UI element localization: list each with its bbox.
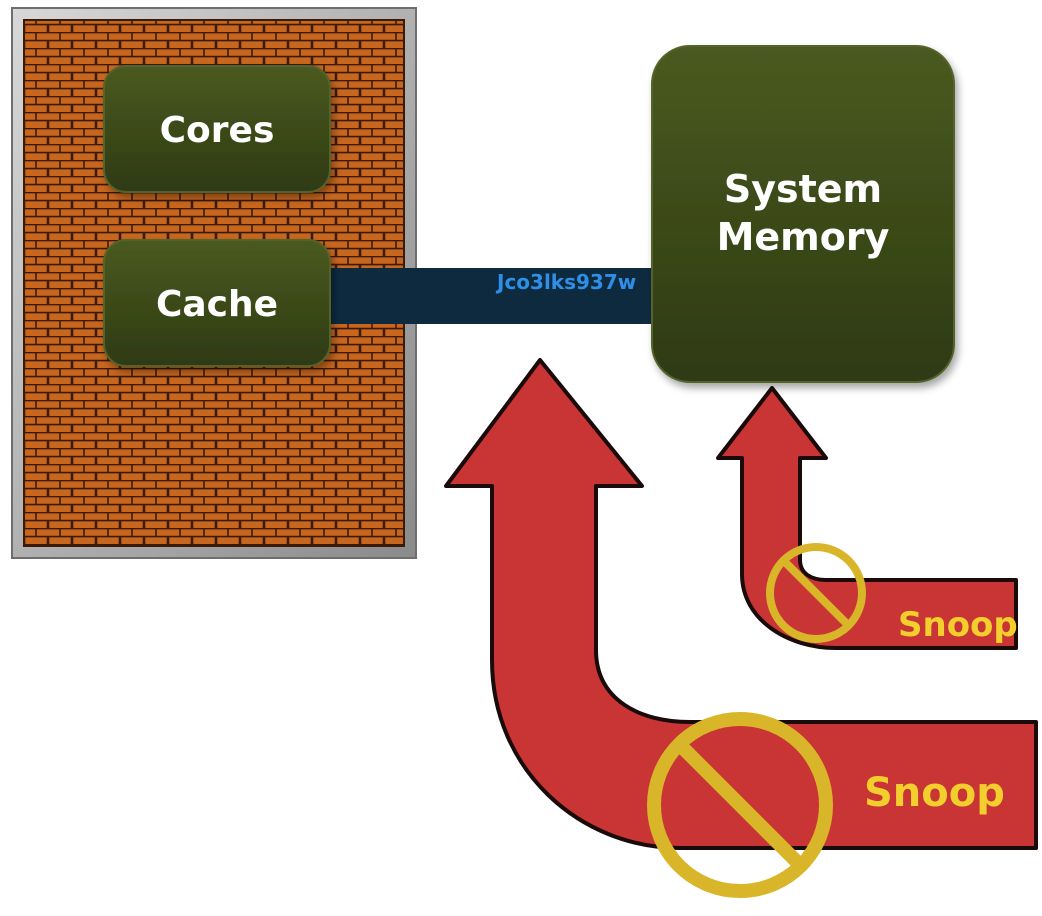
upper-snoop-label: Snoop [898, 605, 1018, 645]
system-memory-label-line1: System [724, 167, 882, 211]
lower-snoop-label: Snoop [864, 770, 1005, 816]
small-snoop-arrow [716, 386, 1018, 650]
system-memory-block [651, 45, 955, 383]
memory-bus: Jco3lks937w [322, 268, 660, 324]
memory-bus-label: Jco3lks937w [495, 270, 636, 294]
cores-label: Cores [160, 110, 275, 151]
large-snoop-arrow [444, 358, 1038, 850]
cache-block [103, 239, 331, 367]
cores-block [103, 65, 331, 193]
cache-label: Cache [156, 284, 278, 325]
memory-bus-bar [322, 268, 660, 324]
small-no-entry-sign [766, 543, 866, 643]
system-memory-label-line2: Memory [717, 215, 890, 259]
large-no-entry-sign [647, 712, 833, 898]
